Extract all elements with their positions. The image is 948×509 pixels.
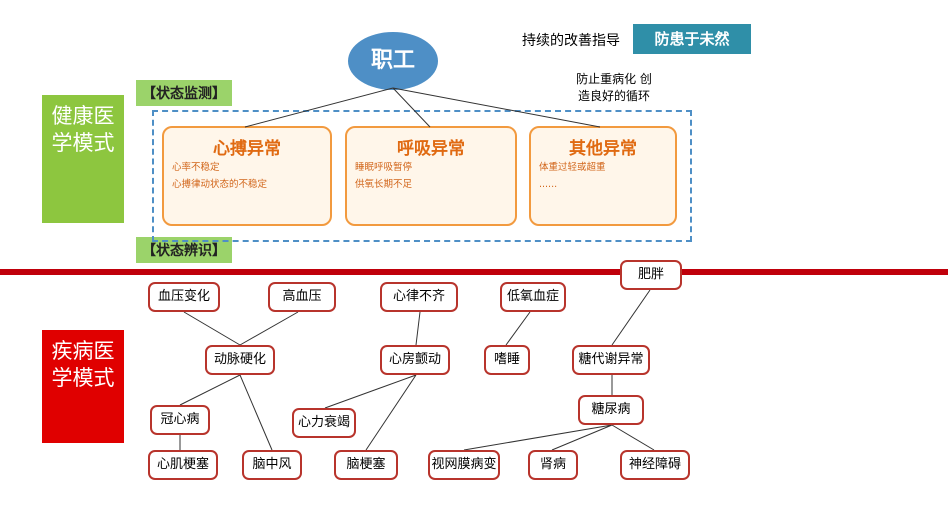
other-title: 其他异常 (569, 139, 637, 159)
disease-node: 血压变化 (148, 282, 220, 312)
disease-node: 高血压 (268, 282, 336, 312)
disease-node: 视网膜病变 (428, 450, 500, 480)
other-panel: 其他异常 体重过轻或超重 ...... (529, 126, 677, 226)
employee-node: 职工 (348, 32, 438, 90)
disease-node: 糖尿病 (578, 395, 644, 425)
breathing-panel: 呼吸异常 睡眠呼吸暂停 供氧长期不足 (345, 126, 517, 226)
other-line: 体重过轻或超重 (539, 162, 606, 173)
guidance-text: 持续的改善指导 (522, 33, 620, 49)
disease-node: 心力衰竭 (292, 408, 356, 438)
disease-node: 心肌梗塞 (148, 450, 218, 480)
heartbeat-panel: 心搏异常 心率不稳定 心搏律动状态的不稳定 (162, 126, 332, 226)
heartbeat-title: 心搏异常 (213, 139, 281, 159)
disease-node: 心房颤动 (380, 345, 450, 375)
breathing-title: 呼吸异常 (397, 139, 465, 159)
disease-node: 脑梗塞 (334, 450, 398, 480)
disease-node: 脑中风 (242, 450, 302, 480)
disease-node: 冠心病 (150, 405, 210, 435)
monitor-frame (152, 110, 692, 242)
health-model-label: 健康医学模式 (42, 95, 124, 223)
disease-node: 肾病 (528, 450, 578, 480)
breathing-line: 供氧长期不足 (355, 179, 413, 190)
loop-text: 防止重病化 创造良好的循环 (576, 72, 652, 103)
disease-node: 低氧血症 (500, 282, 566, 312)
heartbeat-line: 心率不稳定 (172, 162, 220, 173)
disease-node: 心律不齐 (380, 282, 458, 312)
prevent-box: 防患于未然 (633, 24, 751, 54)
other-line: ...... (539, 179, 558, 190)
divider-line (0, 269, 948, 275)
disease-node: 肥胖 (620, 260, 682, 290)
disease-node: 糖代谢异常 (572, 345, 650, 375)
disease-node: 神经障碍 (620, 450, 690, 480)
monitor-tag: 【状态监测】 (136, 80, 232, 106)
disease-node: 动脉硬化 (205, 345, 275, 375)
disease-model-label: 疾病医学模式 (42, 330, 124, 443)
breathing-line: 睡眠呼吸暂停 (355, 162, 413, 173)
heartbeat-line: 心搏律动状态的不稳定 (172, 179, 268, 190)
disease-node: 嗜睡 (484, 345, 530, 375)
